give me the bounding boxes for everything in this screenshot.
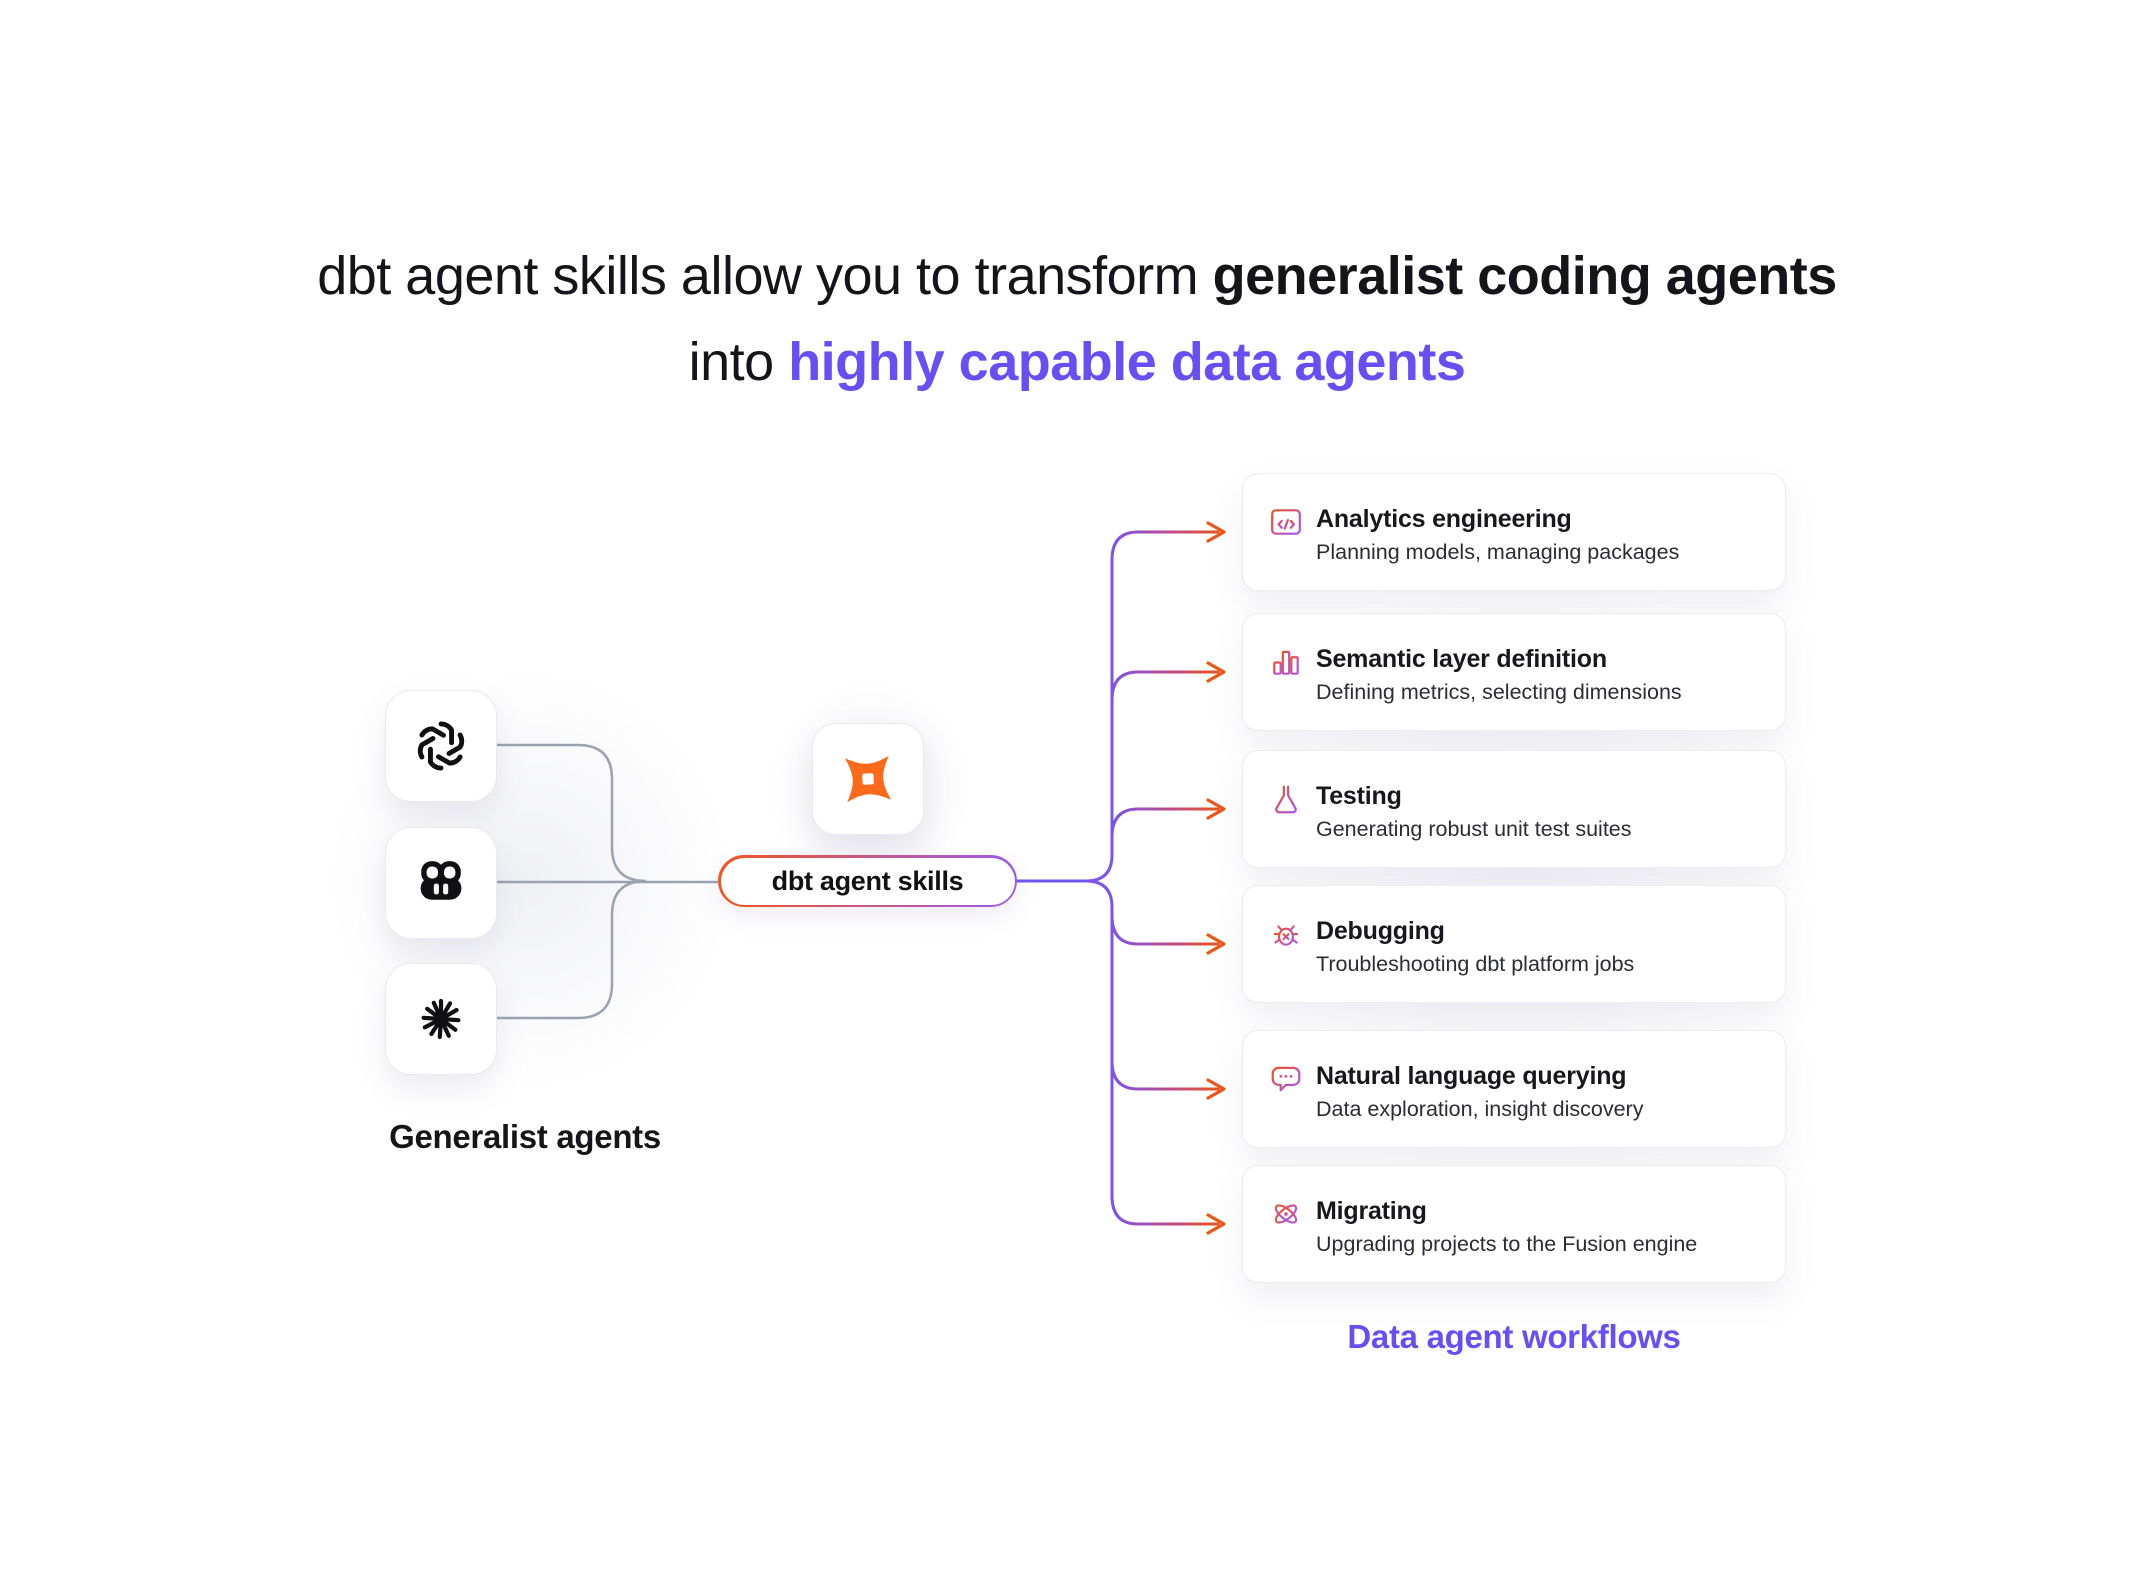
workflow-card-title: Testing xyxy=(1316,782,1402,810)
workflow-card-text: Semantic layer definition Defining metri… xyxy=(1316,645,1682,705)
data-agent-workflows-label: Data agent workflows xyxy=(1347,1318,1681,1355)
title-line2-highlight: highly capable data agents xyxy=(788,332,1466,392)
workflow-card-debugging: Debugging Troubleshooting dbt platform j… xyxy=(1242,885,1786,1003)
openai-agent-card xyxy=(385,690,497,802)
flask-icon xyxy=(1275,785,1297,814)
claude-agent-card xyxy=(385,963,497,1075)
workflow-card-title: Semantic layer definition xyxy=(1316,645,1607,673)
workflow-card-subtitle: Data exploration, insight discovery xyxy=(1316,1097,1644,1121)
workflow-card-analytics-engineering: Analytics engineering Planning models, m… xyxy=(1242,473,1786,591)
claude-icon xyxy=(421,998,461,1040)
workflow-card-subtitle: Upgrading projects to the Fusion engine xyxy=(1316,1232,1698,1256)
generalist-merge-lines xyxy=(495,743,718,1020)
workflow-card-semantic-layer: Semantic layer definition Defining metri… xyxy=(1242,613,1786,731)
workflow-card-text: Testing Generating robust unit test suit… xyxy=(1316,782,1632,842)
dbt-logo-card xyxy=(812,723,924,835)
workflow-card-subtitle: Generating robust unit test suites xyxy=(1316,817,1632,841)
title-line-1: dbt agent skills allow you to transform … xyxy=(0,233,2154,319)
bar-chart-icon xyxy=(1273,650,1299,675)
title-line2-regular: into xyxy=(688,332,789,392)
workflow-card-subtitle: Troubleshooting dbt platform jobs xyxy=(1316,952,1635,976)
workflow-card-subtitle: Planning models, managing packages xyxy=(1316,540,1680,564)
workflow-card-text: Debugging Troubleshooting dbt platform j… xyxy=(1316,917,1634,977)
code-window-icon xyxy=(1271,509,1301,535)
dbt-agent-skills-pill-label: dbt agent skills xyxy=(720,857,1015,905)
atom-icon xyxy=(1274,1204,1298,1224)
page-title: dbt agent skills allow you to transform … xyxy=(0,233,2154,405)
workflow-card-title: Debugging xyxy=(1316,917,1445,945)
arrowhead-icons xyxy=(1206,521,1226,1235)
workflow-card-subtitle: Defining metrics, selecting dimensions xyxy=(1316,680,1682,704)
workflow-card-text: Natural language querying Data explorati… xyxy=(1316,1062,1643,1122)
workflow-card-title: Analytics engineering xyxy=(1316,505,1572,533)
dbt-logo-icon xyxy=(844,755,892,803)
title-line-2: into highly capable data agents xyxy=(0,319,2154,405)
workflow-card-title: Migrating xyxy=(1316,1197,1427,1225)
workflow-card-migrating: Migrating Upgrading projects to the Fusi… xyxy=(1242,1165,1786,1283)
workflow-card-title: Natural language querying xyxy=(1316,1062,1627,1090)
workflow-card-text: Analytics engineering Planning models, m… xyxy=(1316,505,1679,565)
copilot-agent-card xyxy=(385,827,497,939)
chat-bubble-icon xyxy=(1271,1066,1301,1092)
title-line1-regular: dbt agent skills allow you to transform xyxy=(317,246,1213,306)
github-copilot-icon xyxy=(420,861,462,900)
title-line1-bold: generalist coding agents xyxy=(1212,246,1838,306)
workflow-branch-lines xyxy=(1084,530,1220,1226)
generalist-agents-label: Generalist agents xyxy=(389,1118,661,1155)
workflow-card-testing: Testing Generating robust unit test suit… xyxy=(1242,750,1786,868)
workflow-card-text: Migrating Upgrading projects to the Fusi… xyxy=(1316,1197,1697,1257)
openai-icon xyxy=(417,721,465,771)
workflow-card-natural-language-querying: Natural language querying Data explorati… xyxy=(1242,1030,1786,1148)
bug-icon xyxy=(1273,925,1299,946)
dbt-agent-skills-pill: dbt agent skills xyxy=(718,855,1017,907)
